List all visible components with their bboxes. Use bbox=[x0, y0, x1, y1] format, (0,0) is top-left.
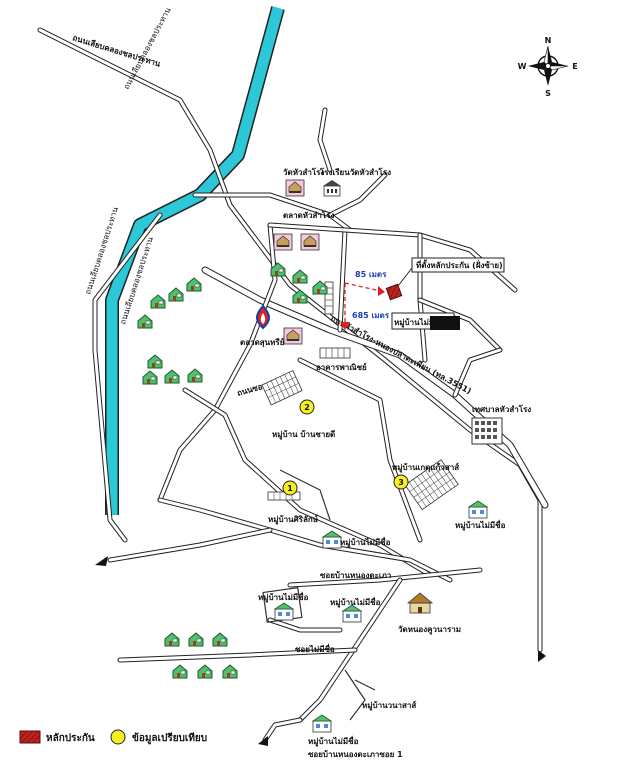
road-label-nongkapao-1: ซอยบ้านหนองตะเภาซอย 1 bbox=[308, 749, 403, 759]
temple-icon-b bbox=[300, 233, 320, 251]
municipality-building-icon bbox=[471, 417, 503, 445]
place-school: โรงเรียนวัดหัวสำโรง bbox=[319, 167, 391, 177]
house-icon-no-name-2 bbox=[322, 530, 342, 549]
distance-arrows bbox=[340, 282, 386, 330]
house-icon-no-name-4 bbox=[342, 604, 362, 623]
map-legend: หลักประกัน ข้อมูลเปรียบเทียบ bbox=[19, 729, 207, 745]
place-commercial-building: อาคารพาณิชย์ bbox=[316, 362, 367, 372]
comparable-marker-3[interactable]: 3 bbox=[393, 474, 409, 490]
house-icon-no-name-3 bbox=[274, 602, 294, 621]
collateral-label-box bbox=[411, 257, 505, 273]
temple-icon-a bbox=[273, 233, 293, 251]
compass-south: S bbox=[545, 89, 551, 98]
temple-icon-market bbox=[283, 327, 303, 345]
distance-label-85: 85 เมตร bbox=[355, 270, 387, 279]
legend-comparable-label: ข้อมูลเปรียบเทียบ bbox=[132, 732, 207, 745]
compass-east: E bbox=[572, 62, 577, 71]
village-lanes bbox=[262, 469, 376, 721]
house-cluster-west bbox=[137, 277, 203, 385]
road-label-canal-mid: ถนนเลียบคลองชลประทาน bbox=[122, 6, 173, 91]
village-label-no-name-4: หมู่บ้านไม่มีชื่อ bbox=[330, 596, 381, 608]
village-label-no-name-2: หมู่บ้านไม่มีชื่อ bbox=[340, 536, 391, 548]
temple-icon-hua-samrong bbox=[285, 179, 305, 197]
village-label-chaiyadi: หมู่บ้าน บ้านชายดี bbox=[272, 429, 335, 440]
village-grid-chaiyadi bbox=[261, 370, 303, 406]
compass-rose bbox=[528, 45, 569, 86]
road-label-mai-mi-chue: ซอยไม่มีชื่อ bbox=[295, 643, 335, 654]
house-icon-no-name-1 bbox=[468, 500, 488, 519]
svg-text:2: 2 bbox=[304, 403, 310, 412]
comparable-marker-2[interactable]: 2 bbox=[299, 399, 315, 415]
irrigation-canal bbox=[105, 6, 285, 515]
place-temple-hua-samrong: วัดหัวสำโรง bbox=[283, 167, 324, 177]
village-label-no-name-main-box bbox=[391, 312, 460, 330]
collateral-location-label: ที่ตั้งหลักประกัน (ฝั่งซ้าย) bbox=[416, 259, 503, 270]
place-temple-khukhuan: วัดหนองคูวนาราม bbox=[398, 625, 461, 635]
temple-icon-khukhuan bbox=[406, 592, 434, 614]
village-label-kaeo-sao: หมู่บ้านเกตุแก้วสาส์ bbox=[392, 462, 459, 473]
village-label-no-name-main: หมู่บ้านไม่มีชื่อ bbox=[394, 316, 445, 328]
legend-comparable-swatch bbox=[110, 729, 126, 745]
svg-text:3: 3 bbox=[398, 478, 404, 487]
place-village-sakae: หมู่บ้านวนาสาส์ bbox=[362, 700, 416, 711]
legend-collateral-swatch bbox=[19, 730, 41, 744]
place-municipality: เทศบาลหัวสำโรง bbox=[472, 404, 531, 414]
village-label-no-name-5: หมู่บ้านไม่มีชื่อ bbox=[308, 735, 359, 747]
village-label-no-name-1: หมู่บ้านไม่มีชื่อ bbox=[455, 519, 506, 531]
road-label-nongkapao: ซอยบ้านหนองตะเภา bbox=[320, 570, 391, 580]
place-market-hua-samrong: ตลาดหัวสำโรง bbox=[283, 210, 335, 220]
collateral-site[interactable] bbox=[385, 283, 403, 301]
school-icon bbox=[323, 180, 341, 197]
road-end-arrows bbox=[95, 556, 546, 746]
collateral-label-pointer bbox=[397, 267, 413, 287]
legend-collateral-label: หลักประกัน bbox=[46, 732, 95, 744]
compass-north: N bbox=[545, 36, 552, 45]
compass-west: W bbox=[518, 62, 527, 71]
place-market-sunthorn: ตลาดสุนทรีย์ bbox=[240, 337, 285, 348]
village-label-sirilak: หมู่บ้านศิริลักษ์ bbox=[268, 514, 319, 525]
comparable-marker-1[interactable]: 1 bbox=[282, 480, 298, 496]
house-icon-no-name-5 bbox=[312, 714, 332, 733]
village-label-no-name-3: หมู่บ้านไม่มีชื่อ bbox=[258, 591, 309, 603]
village-grid-kaeo-sao bbox=[404, 459, 459, 511]
gas-station-icon bbox=[256, 304, 270, 330]
house-cluster-north bbox=[270, 262, 328, 304]
svg-text:1: 1 bbox=[287, 484, 293, 493]
distance-label-685: 685 เมตร bbox=[352, 311, 390, 320]
